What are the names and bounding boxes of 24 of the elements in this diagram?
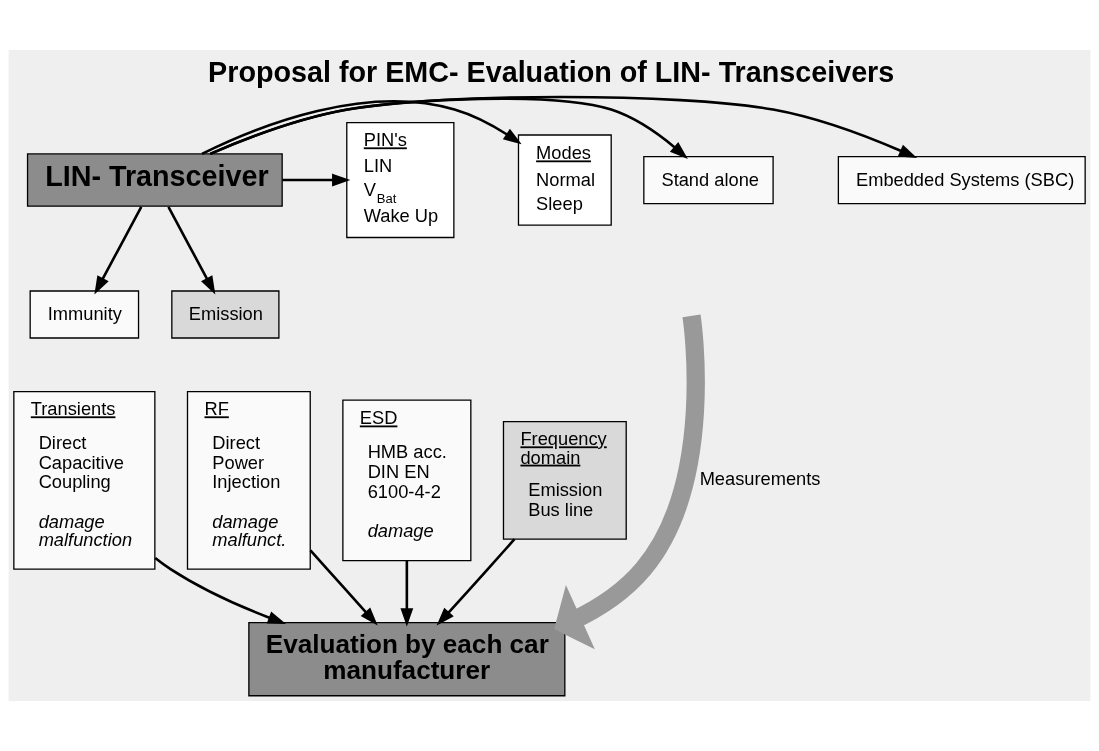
- node-box: Stand alone: [643, 155, 774, 205]
- arrow: [201, 100, 522, 156]
- node-box: Frequency domain Emission Bus line: [502, 420, 627, 540]
- diagram-title: Proposal for EMC- Evaluation of LIN- Transceivers: [208, 56, 895, 89]
- arrow: [209, 95, 918, 159]
- arrow: [282, 173, 351, 187]
- arrow: [167, 206, 216, 295]
- node-box: LIN- Transceiver: [26, 153, 283, 207]
- edge-label: Measurements: [699, 468, 821, 490]
- arrow: [309, 549, 378, 626]
- node-box: RF Direct Power Injection damage malfunct.: [186, 390, 311, 570]
- arrow: [400, 561, 414, 627]
- arrow: [154, 557, 287, 624]
- arrow: [436, 538, 516, 626]
- node-box: Modes Normal Sleep: [517, 134, 612, 226]
- arrow: [94, 206, 143, 295]
- node-box: ESD HMB acc. DIN EN 6100-4-2 damage: [342, 399, 472, 562]
- node-box: Transients Direct Capacitive Coupling damage malfunction: [13, 390, 156, 570]
- node-box: Emission: [171, 290, 280, 339]
- node-box: Embedded Systems (SBC): [837, 155, 1086, 205]
- arrow: [554, 314, 705, 650]
- node-box: Immunity: [29, 290, 140, 339]
- node-box: PIN's LIN V$_{Bat}$ Wake Up: [346, 121, 455, 239]
- node-box: Evaluation by each car manufacturer: [248, 622, 566, 697]
